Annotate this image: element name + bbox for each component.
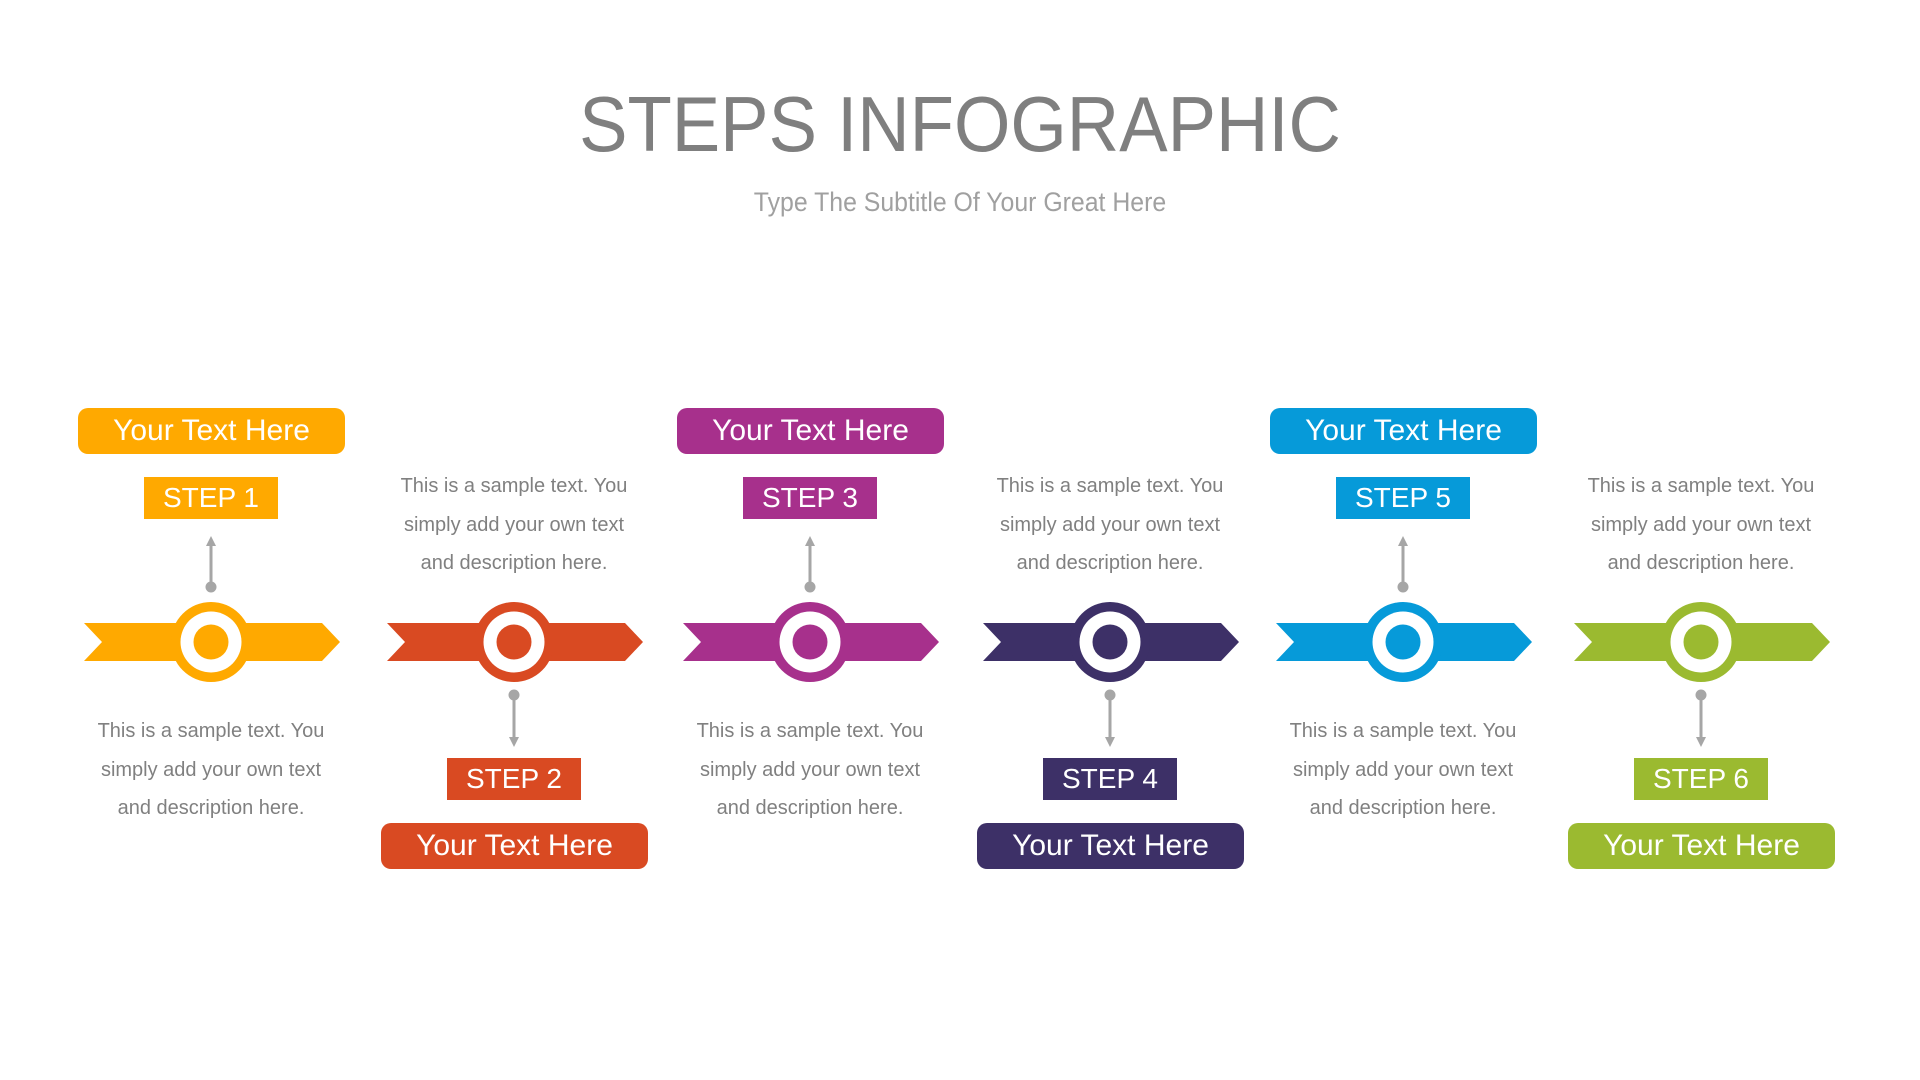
description-line: This is a sample text. You (1289, 720, 1517, 742)
step-5-description: This is a sample text. You simply add yo… (1273, 712, 1533, 828)
description-line: simply add your own text (403, 513, 625, 536)
description-line: This is a sample text. You (400, 475, 628, 497)
step-6-description: This is a sample text. You simply add yo… (1571, 467, 1831, 583)
step-2-label: STEP 2 (447, 758, 581, 800)
step-5-heading: Your Text Here (1270, 408, 1537, 454)
step-1-description: This is a sample text. You simply add yo… (81, 712, 341, 828)
step-2-heading: Your Text Here (381, 823, 648, 869)
description-line: This is a sample text. You (97, 720, 325, 742)
arrow-down-icon (1104, 689, 1116, 747)
description-line: This is a sample text. You (1587, 475, 1815, 497)
step-4: This is a sample text. You simply add yo… (960, 0, 1260, 1080)
step-6-marker-icon (1574, 602, 1830, 682)
step-3-heading: Your Text Here (677, 408, 944, 454)
step-4-label: STEP 4 (1043, 758, 1177, 800)
step-6-label: STEP 6 (1634, 758, 1768, 800)
description-line: This is a sample text. You (696, 720, 924, 742)
step-1-heading: Your Text Here (78, 408, 345, 454)
step-1: Your Text Here STEP 1 This is a sample t… (61, 0, 361, 1080)
step-1-marker-icon (84, 602, 340, 682)
description-line: simply add your own text (1292, 758, 1514, 781)
step-6: This is a sample text. You simply add yo… (1551, 0, 1851, 1080)
arrow-down-icon (1695, 689, 1707, 747)
arrow-up-icon (205, 536, 217, 593)
description-line: This is a sample text. You (996, 475, 1224, 497)
description-line: and description here. (117, 797, 305, 819)
description-line: and description here. (1607, 552, 1795, 574)
description-line: simply add your own text (100, 758, 322, 781)
description-line: simply add your own text (699, 758, 921, 781)
step-6-heading: Your Text Here (1568, 823, 1835, 869)
step-5-marker-icon (1276, 602, 1532, 682)
step-2: This is a sample text. You simply add yo… (364, 0, 664, 1080)
step-5-label: STEP 5 (1336, 477, 1470, 519)
description-line: and description here. (1016, 552, 1204, 574)
description-line: and description here. (420, 552, 608, 574)
step-3-label: STEP 3 (743, 477, 877, 519)
arrow-up-icon (804, 536, 816, 593)
arrow-down-icon (508, 689, 520, 747)
step-3-description: This is a sample text. You simply add yo… (680, 712, 940, 828)
step-4-marker-icon (983, 602, 1239, 682)
page-title: STEPS INFOGRAPHIC (579, 80, 1341, 168)
step-3: Your Text Here STEP 3 This is a sample t… (660, 0, 960, 1080)
description-line: and description here. (716, 797, 904, 819)
description-line: simply add your own text (999, 513, 1221, 536)
step-3-marker-icon (683, 602, 939, 682)
step-2-description: This is a sample text. You simply add yo… (384, 467, 644, 583)
step-4-heading: Your Text Here (977, 823, 1244, 869)
description-line: simply add your own text (1590, 513, 1812, 536)
arrow-up-icon (1397, 536, 1409, 593)
step-1-label: STEP 1 (144, 477, 278, 519)
step-2-marker-icon (387, 602, 643, 682)
page-subtitle: Type The Subtitle Of Your Great Here (753, 187, 1167, 217)
step-5: Your Text Here STEP 5 This is a sample t… (1253, 0, 1553, 1080)
description-line: and description here. (1309, 797, 1497, 819)
step-4-description: This is a sample text. You simply add yo… (980, 467, 1240, 583)
